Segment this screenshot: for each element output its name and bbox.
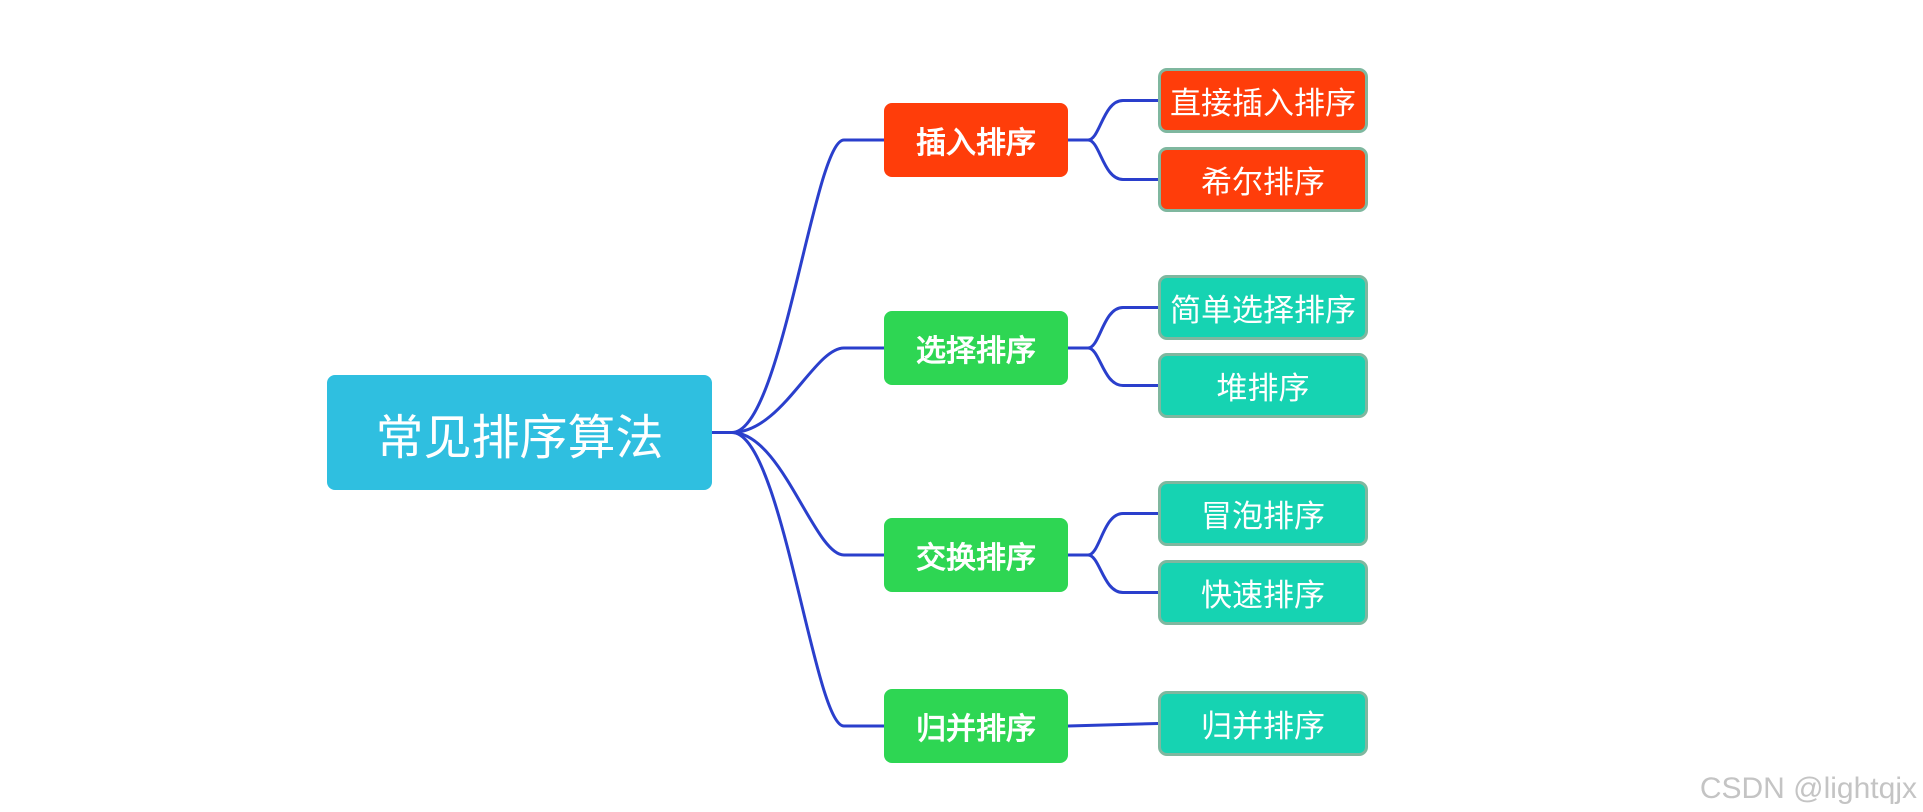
connector-branch-0-leaf-1: [1086, 138, 1160, 181]
leaf-label: 简单选择排序: [1170, 293, 1356, 329]
leaf-simple-selection-sort[interactable]: 简单选择排序: [1158, 275, 1368, 340]
leaf-quick-sort[interactable]: 快速排序: [1158, 560, 1368, 625]
leaf-straight-insertion-sort[interactable]: 直接插入排序: [1158, 68, 1368, 133]
leaf-label: 冒泡排序: [1201, 499, 1325, 535]
leaf-heap-sort[interactable]: 堆排序: [1158, 353, 1368, 418]
connector-branch-2-leaf-1: [1086, 553, 1160, 594]
connector-root-to-branch-2: [730, 431, 886, 557]
watermark: CSDN @lightqjx: [1699, 772, 1917, 805]
branch-merge-sort[interactable]: 归并排序: [884, 689, 1068, 763]
branch-label: 插入排序: [916, 126, 1036, 161]
connector-branch-1-leaf-1: [1086, 346, 1160, 387]
leaf-label: 直接插入排序: [1170, 86, 1356, 122]
branch-insertion-sort[interactable]: 插入排序: [884, 103, 1068, 177]
leaf-label: 堆排序: [1216, 371, 1310, 407]
leaf-merge-sort[interactable]: 归并排序: [1158, 691, 1368, 756]
branch-exchange-sort[interactable]: 交换排序: [884, 518, 1068, 592]
branch-selection-sort[interactable]: 选择排序: [884, 311, 1068, 385]
connector-branch-0-leaf-0: [1086, 99, 1160, 142]
leaf-label: 希尔排序: [1201, 165, 1325, 201]
root-label: 常见排序算法: [375, 409, 664, 466]
connector-branch-3-leaf-0: [1066, 722, 1160, 728]
leaf-shell-sort[interactable]: 希尔排序: [1158, 147, 1368, 212]
connector-branch-1-leaf-0: [1086, 306, 1160, 350]
branch-label: 归并排序: [916, 712, 1036, 747]
connector-root-to-branch-0: [730, 138, 886, 434]
connector-branch-2-leaf-0: [1086, 512, 1160, 557]
leaf-label: 快速排序: [1201, 578, 1325, 614]
connector-root-to-branch-1: [730, 346, 886, 434]
leaf-label: 归并排序: [1201, 709, 1325, 745]
branch-label: 选择排序: [916, 334, 1036, 369]
branch-label: 交换排序: [916, 541, 1036, 576]
connector-root-to-branch-3: [730, 431, 886, 728]
root-node[interactable]: 常见排序算法: [327, 375, 712, 490]
leaf-bubble-sort[interactable]: 冒泡排序: [1158, 481, 1368, 546]
